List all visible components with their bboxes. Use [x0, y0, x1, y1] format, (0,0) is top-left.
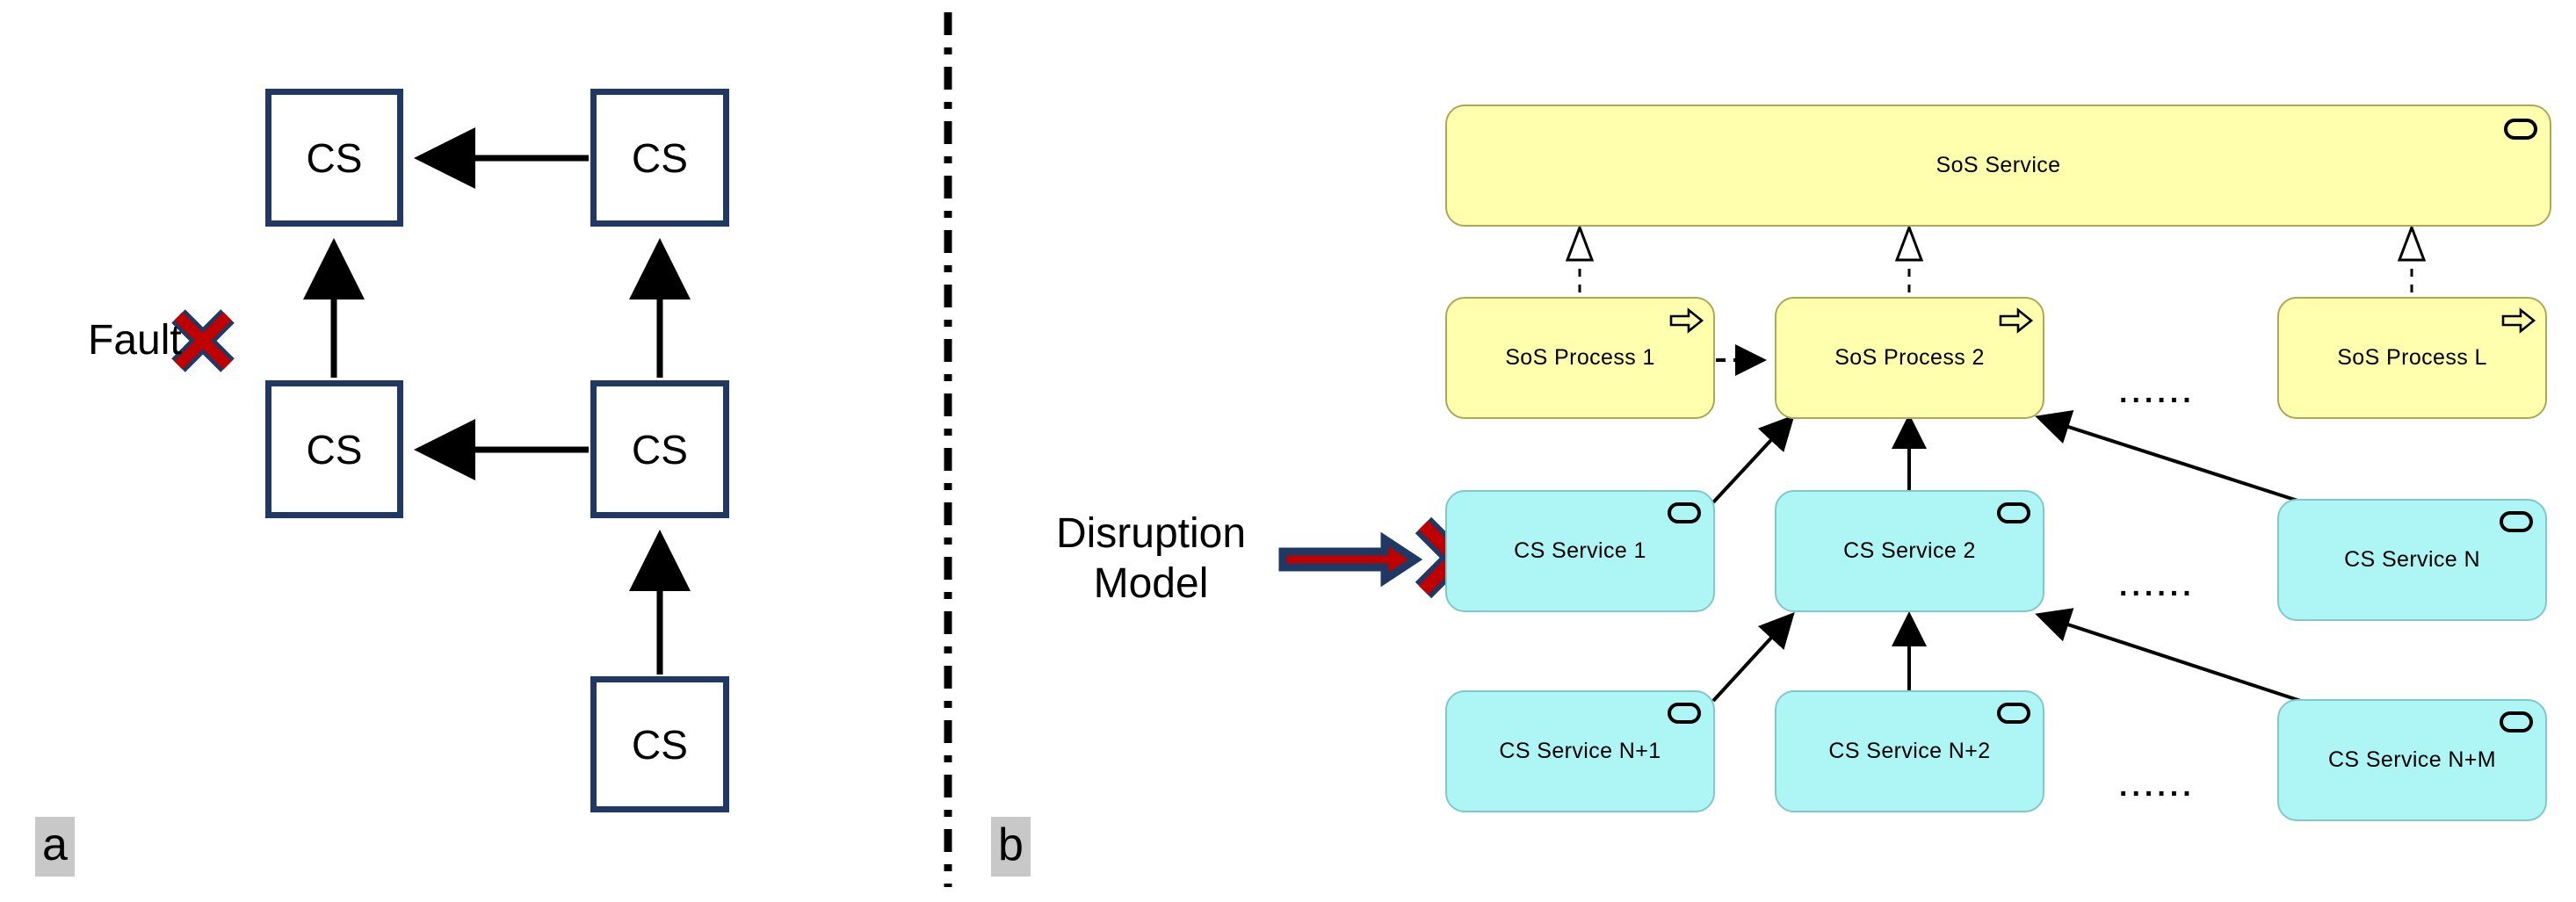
disruption-model-line-1: Disruption [1055, 510, 1247, 557]
cs-node-mid-right[interactable]: CS [590, 380, 729, 518]
sos-service-node[interactable]: SoS Service [1445, 105, 2551, 227]
disruption-model-line-2: Model [1093, 559, 1209, 607]
cs-service-n2-node[interactable]: CS Service N+2 [1775, 690, 2044, 812]
realization-edges [1578, 260, 2413, 292]
cs-service-n1-node[interactable]: CS Service N+1 [1445, 690, 1715, 812]
sos-process-label: SoS Process 1 [1505, 345, 1655, 370]
sos-process-ellipsis: ...... [2119, 376, 2196, 409]
panel-b-caption: b [991, 817, 1031, 877]
cs-service-bottom-ellipsis: ...... [2119, 769, 2196, 803]
cs-node-label: CS [306, 426, 363, 473]
cs-service-top-ellipsis: ...... [2119, 569, 2196, 603]
service-icon [2500, 711, 2533, 732]
fault-x-icon [171, 309, 235, 372]
cs-node-label: CS [632, 134, 688, 181]
service-icon [2504, 119, 2537, 140]
cs-node-bottom[interactable]: CS [590, 676, 729, 812]
process-arrow-icon [1999, 307, 2034, 334]
realization-triangles [1565, 223, 2427, 262]
sos-process-label: SoS Process L [2337, 345, 2487, 370]
service-icon [2500, 511, 2533, 532]
service-icon [1668, 502, 1701, 523]
sos-service-label: SoS Service [1936, 153, 2061, 177]
process-arrow-icon [2501, 307, 2536, 334]
cs-service-2-node[interactable]: CS Service 2 [1775, 490, 2044, 612]
service-icon [1997, 703, 2030, 724]
disruption-model-label: Disruption Model [1019, 509, 1283, 609]
cs-service-label: CS Service N+M [2327, 747, 2497, 772]
cs-service-label: CS Service N [2344, 547, 2480, 572]
cs-node-label: CS [632, 426, 688, 473]
cs-service-label: CS Service N+2 [1828, 739, 1991, 763]
cs-node-label: CS [632, 721, 688, 768]
sos-process-1-node[interactable]: SoS Process 1 [1445, 297, 1715, 419]
sos-process-label: SoS Process 2 [1834, 345, 1985, 370]
disruption-arrow-icon [1278, 531, 1423, 588]
panel-a-caption: a [35, 817, 75, 877]
fault-label: Fault [88, 317, 182, 364]
cs-node-mid-left[interactable]: CS [265, 380, 403, 518]
sos-process-l-node[interactable]: SoS Process L [2277, 297, 2547, 419]
service-icon [1997, 502, 2030, 523]
cs-service-nm-node[interactable]: CS Service N+M [2277, 699, 2547, 821]
cs-service-label: CS Service N+1 [1499, 739, 1661, 763]
cs-service-1-node[interactable]: CS Service 1 [1445, 490, 1715, 612]
sos-process-2-node[interactable]: SoS Process 2 [1775, 297, 2044, 419]
cs-node-top-right[interactable]: CS [590, 89, 729, 227]
service-icon [1668, 703, 1701, 724]
cs-node-top-left[interactable]: CS [265, 89, 403, 227]
cs-service-label: CS Service 2 [1843, 538, 1976, 563]
cs-node-label: CS [306, 134, 363, 181]
cs-service-n-node[interactable]: CS Service N [2277, 499, 2547, 621]
process-arrow-icon [1669, 307, 1704, 334]
cs-service-label: CS Service 1 [1514, 538, 1646, 563]
